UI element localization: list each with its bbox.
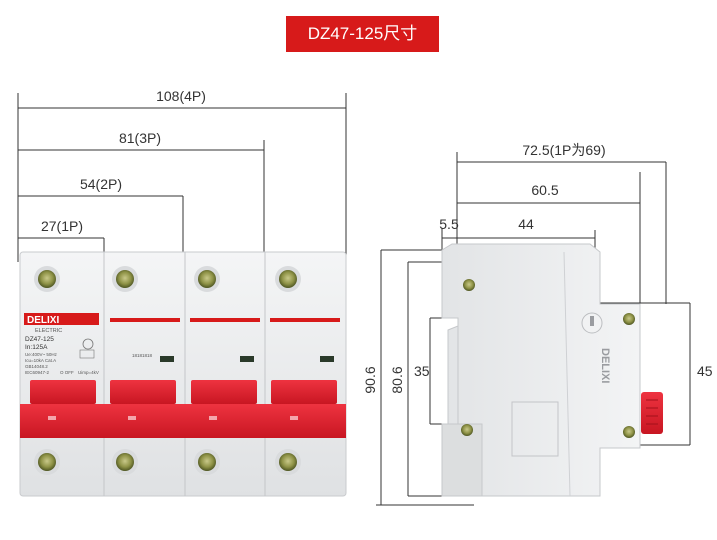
title-badge: DZ47-125尺寸 [286, 16, 439, 52]
side-red-handle [641, 392, 663, 434]
dim-90-6: 90.6 [362, 366, 378, 393]
dim-44: 44 [518, 216, 534, 232]
breaker-front-view: DELIXI ELECTRIC DZ47-125 In:125A Ue:400V… [19, 251, 347, 497]
front-code-label: 18181818 [132, 353, 153, 358]
front-dimension-lines [17, 93, 347, 262]
handle-bar [20, 380, 346, 438]
dim-35: 35 [414, 363, 430, 379]
dim-60-5: 60.5 [531, 182, 558, 198]
side-brand-label: DELIXI [599, 348, 611, 383]
bottom-screws [34, 449, 301, 475]
dim-81-3p: 81(3P) [119, 130, 161, 146]
front-spec1: Ue:400V~ 50Hz [25, 352, 58, 357]
front-off-label: O OFF [60, 370, 74, 375]
front-spec2: Icu=10kA Cat.A [25, 358, 56, 363]
dim-72-5: 72.5(1P为69) [522, 142, 605, 158]
dim-5-5: 5.5 [439, 216, 459, 232]
dim-45: 45 [697, 363, 713, 379]
dim-80-6: 80.6 [389, 366, 405, 393]
dim-54-2p: 54(2P) [80, 176, 122, 192]
front-model-label: DZ47-125 [25, 336, 54, 343]
front-uimp-label: Uimp=4kV [78, 370, 99, 375]
front-brand-sub: ELECTRIC [35, 328, 62, 334]
top-screws [34, 266, 301, 292]
front-brand-label: DELIXI [27, 315, 59, 326]
breaker-side-view: DELIXI [441, 243, 663, 497]
front-spec3: GB14048.2 [25, 364, 48, 369]
front-rating-label: In:125A [25, 344, 48, 351]
dim-108-4p: 108(4P) [156, 88, 206, 104]
side-dimension-lines [376, 152, 691, 506]
front-spec4: IEC60947-2 [25, 370, 50, 375]
dim-27-1p: 27(1P) [41, 218, 83, 234]
